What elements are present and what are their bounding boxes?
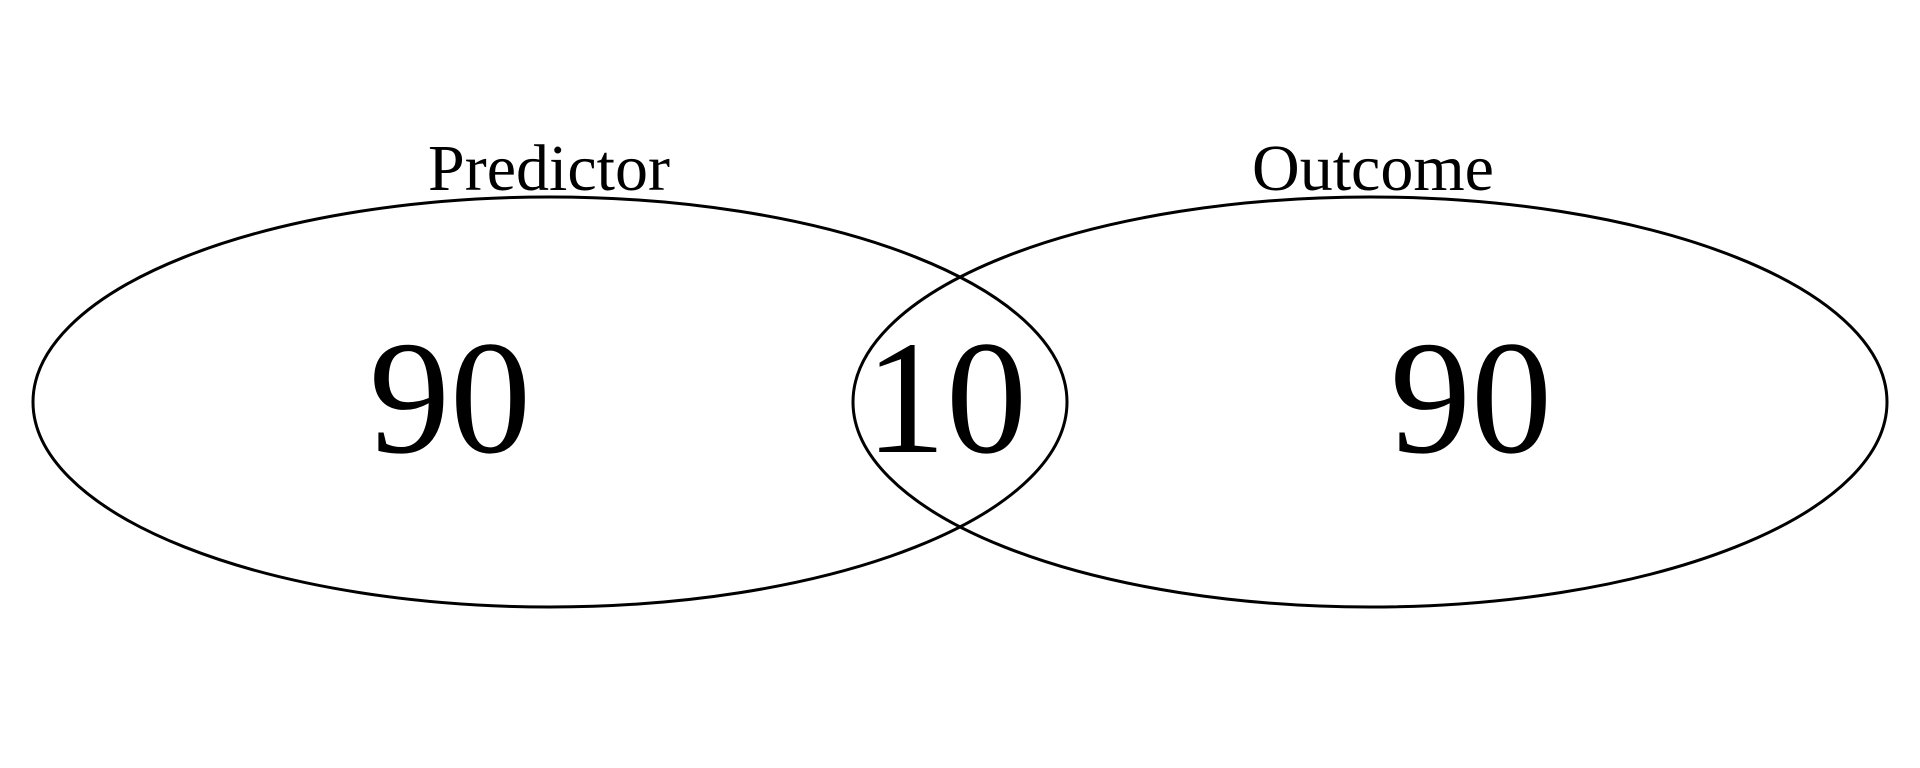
predictor-set-label: Predictor bbox=[428, 132, 670, 205]
outcome-set-label: Outcome bbox=[1252, 132, 1494, 205]
predictor-set-ellipse bbox=[31, 195, 1069, 609]
predictor-only-count: 90 bbox=[369, 309, 531, 488]
intersection-count: 10 bbox=[865, 309, 1027, 488]
outcome-set-ellipse bbox=[851, 195, 1889, 609]
outcome-only-count: 90 bbox=[1390, 309, 1552, 488]
